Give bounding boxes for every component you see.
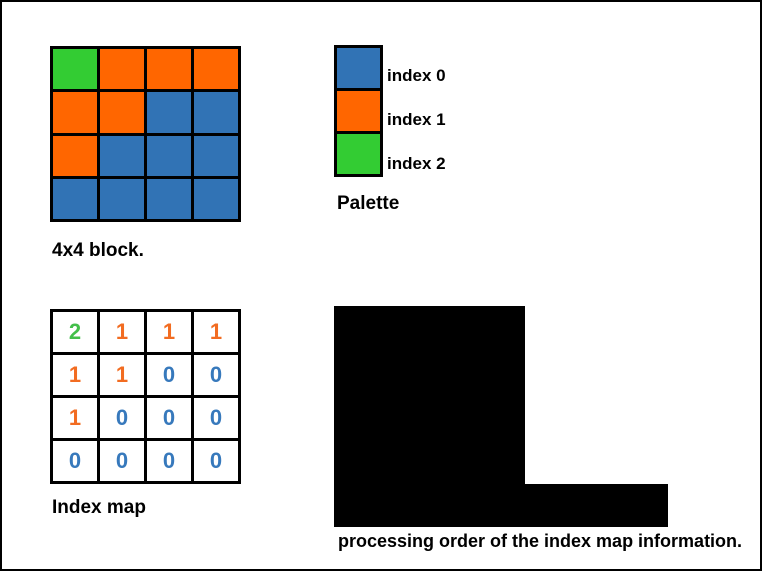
block-cell-blue	[147, 178, 191, 219]
index-map-cell: 0	[194, 441, 238, 481]
palette-caption: Palette	[337, 193, 400, 214]
index-map-cell: 1	[194, 312, 238, 352]
index-map-cell: 0	[194, 355, 238, 395]
index-map-cell: 1	[100, 355, 144, 395]
index-map-cell: 0	[194, 398, 238, 438]
index-map-cell: 0	[147, 398, 191, 438]
block-cell-blue	[53, 178, 97, 219]
index-map-cell: 2	[53, 312, 97, 352]
palette-swatches	[334, 45, 383, 177]
processing-order-caption: processing order of the index map inform…	[338, 531, 743, 551]
block-cell-orange	[53, 92, 97, 133]
block-cell-blue	[194, 92, 238, 133]
palette-swatch-blue	[337, 48, 380, 88]
index-map-cell: 1	[53, 355, 97, 395]
block-cell-blue	[100, 178, 144, 219]
block-cell-blue	[147, 92, 191, 133]
block-cell-orange	[147, 49, 191, 90]
block-cell-orange	[194, 49, 238, 90]
palette-label-0: index 0	[387, 66, 446, 85]
index-map-cell: 0	[100, 398, 144, 438]
index-map-cell: 1	[53, 398, 97, 438]
index-map-cell: 0	[53, 441, 97, 481]
block-caption: 4x4 block.	[52, 240, 144, 261]
block-cell-green	[53, 49, 97, 90]
index-map-caption: Index map	[52, 497, 146, 518]
block-cell-orange	[53, 135, 97, 176]
4x4-block-grid	[50, 46, 241, 222]
block-cell-blue	[100, 135, 144, 176]
palette-label-1: index 1	[387, 110, 446, 129]
block-cell-blue	[194, 178, 238, 219]
index-map-cell: 0	[147, 441, 191, 481]
block-cell-blue	[194, 135, 238, 176]
block-cell-blue	[147, 135, 191, 176]
palette-swatch-orange	[337, 91, 380, 131]
block-cell-orange	[100, 92, 144, 133]
index-map-cell: 0	[100, 441, 144, 481]
index-map-cell: 1	[147, 312, 191, 352]
redacted-region-lower	[334, 484, 668, 527]
redacted-region-upper	[334, 306, 525, 484]
palette-swatch-green	[337, 134, 380, 174]
palette-label-2: index 2	[387, 154, 446, 173]
index-map-cell: 0	[147, 355, 191, 395]
index-map-cell: 1	[100, 312, 144, 352]
block-cell-orange	[100, 49, 144, 90]
